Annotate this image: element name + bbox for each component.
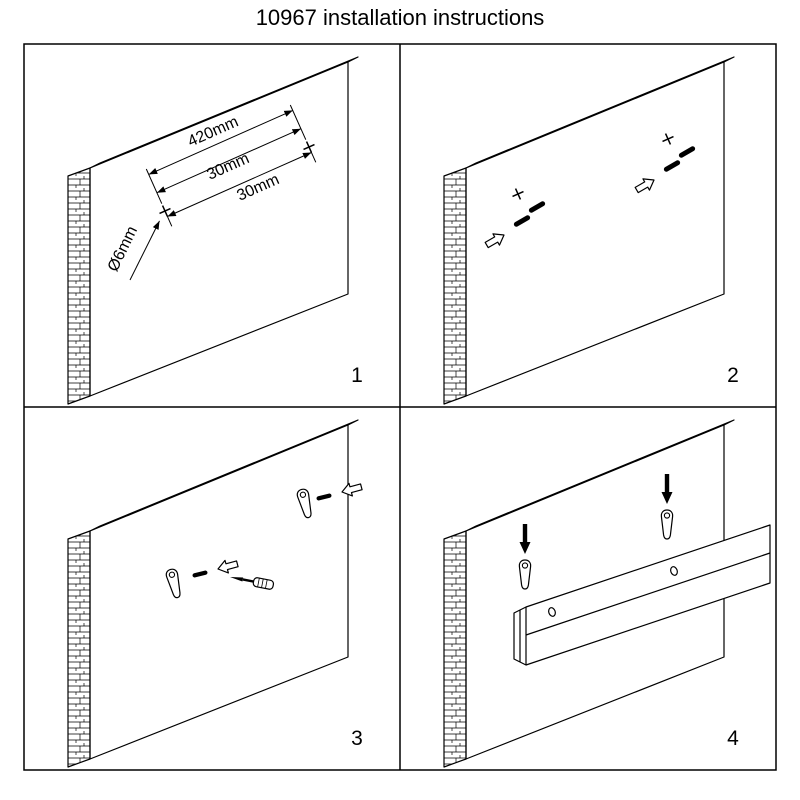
step-number: 3 xyxy=(351,727,363,750)
panel-2: 2 xyxy=(443,56,739,405)
rail-hole xyxy=(548,607,556,617)
step-number: 2 xyxy=(727,364,739,387)
wall-illustration xyxy=(67,419,359,768)
panel-1: 420mm 30mm 30mm Ø6mm 1 xyxy=(67,56,363,405)
panel-grid xyxy=(23,43,777,771)
wall-illustration xyxy=(443,56,735,405)
panel-4: 4 xyxy=(443,419,771,768)
step-number: 4 xyxy=(727,727,739,750)
panel-3: 3 xyxy=(67,419,364,768)
mounting-rail xyxy=(513,524,771,666)
rail-hole xyxy=(670,566,678,576)
step-number: 1 xyxy=(351,364,363,387)
dimension-lines xyxy=(129,104,317,281)
page-title: 10967 installation instructions xyxy=(256,5,545,30)
wall-illustration xyxy=(67,56,359,405)
clip-icon xyxy=(518,559,532,590)
clip-icon xyxy=(660,509,674,540)
